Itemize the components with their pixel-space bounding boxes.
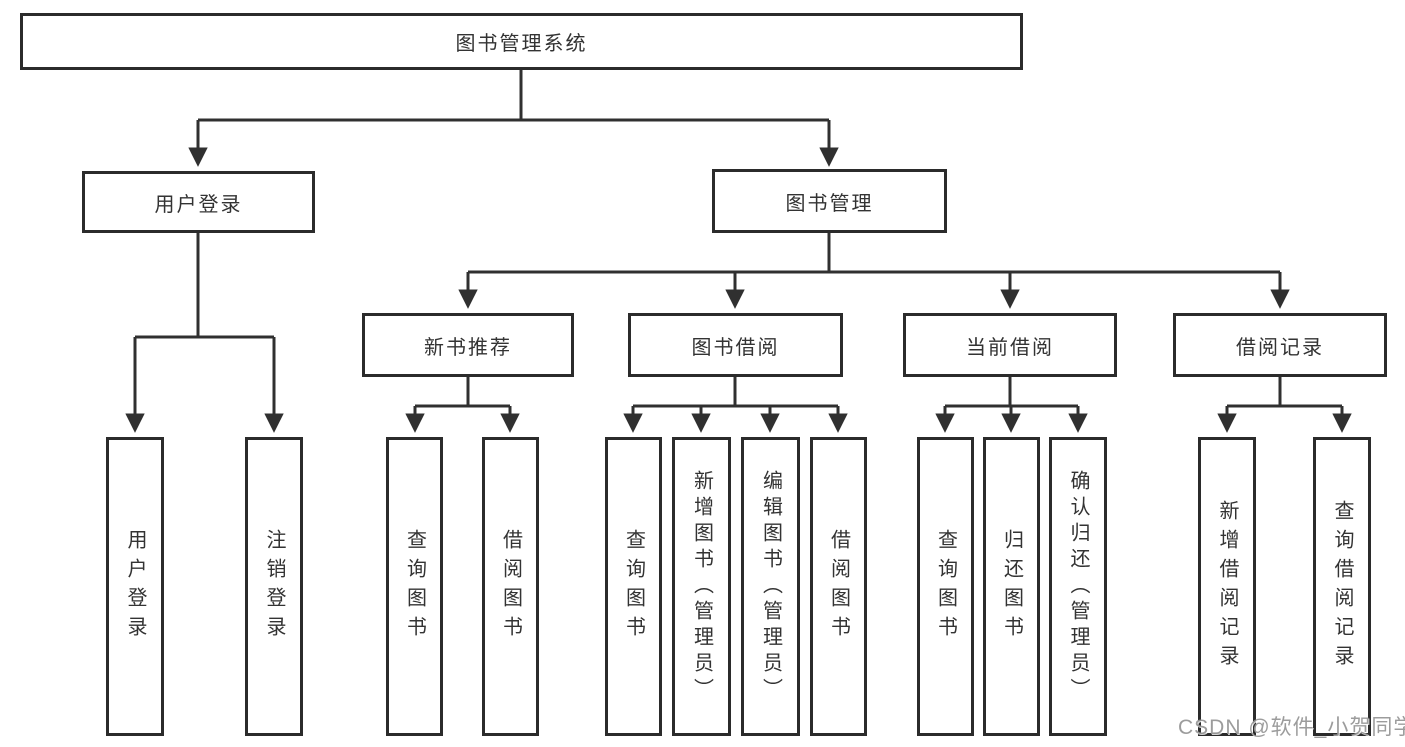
node-borrow-record: 借阅记录 <box>1173 313 1387 377</box>
node-current-borrow: 当前借阅 <box>903 313 1117 377</box>
leaf-query-borrow-record: 查询借阅记录 <box>1313 437 1371 736</box>
leaf-add-book-label: 新增图书（管理员） <box>690 469 713 704</box>
leaf-add-borrow-record-label: 新增借阅记录 <box>1216 499 1238 674</box>
leaf-confirm-return-label: 确认归还（管理员） <box>1067 469 1089 704</box>
leaf-user-login: 用户登录 <box>106 437 164 736</box>
watermark: CSDN @软件_小贺同学 <box>1178 716 1405 739</box>
leaf-borrow-book-1: 借阅图书 <box>482 437 539 736</box>
leaf-query-book-1: 查询图书 <box>386 437 443 736</box>
leaf-query-book-3-label: 查询图书 <box>934 528 957 645</box>
leaf-logout: 注销登录 <box>245 437 303 736</box>
leaf-query-book-2-label: 查询图书 <box>622 528 645 645</box>
node-new-book-recommend: 新书推荐 <box>362 313 574 377</box>
leaf-return-book: 归还图书 <box>983 437 1040 736</box>
leaf-query-borrow-record-label: 查询借阅记录 <box>1331 499 1353 674</box>
node-root: 图书管理系统 <box>20 13 1023 70</box>
node-book-management: 图书管理 <box>712 169 947 233</box>
leaf-confirm-return: 确认归还（管理员） <box>1049 437 1107 736</box>
leaf-edit-book: 编辑图书（管理员） <box>741 437 800 736</box>
leaf-query-book-2: 查询图书 <box>605 437 662 736</box>
leaf-query-book-1-label: 查询图书 <box>403 528 426 645</box>
leaf-add-borrow-record: 新增借阅记录 <box>1198 437 1256 736</box>
node-user-login: 用户登录 <box>82 171 315 233</box>
leaf-borrow-book-1-label: 借阅图书 <box>499 528 522 645</box>
leaf-add-book: 新增图书（管理员） <box>672 437 731 736</box>
leaf-return-book-label: 归还图书 <box>1000 528 1023 645</box>
leaf-query-book-3: 查询图书 <box>917 437 974 736</box>
leaf-borrow-book-2: 借阅图书 <box>810 437 867 736</box>
leaf-user-login-label: 用户登录 <box>124 528 146 645</box>
leaf-edit-book-label: 编辑图书（管理员） <box>759 469 782 704</box>
leaf-borrow-book-2-label: 借阅图书 <box>827 528 850 645</box>
node-book-borrow: 图书借阅 <box>628 313 843 377</box>
leaf-logout-label: 注销登录 <box>263 528 285 645</box>
